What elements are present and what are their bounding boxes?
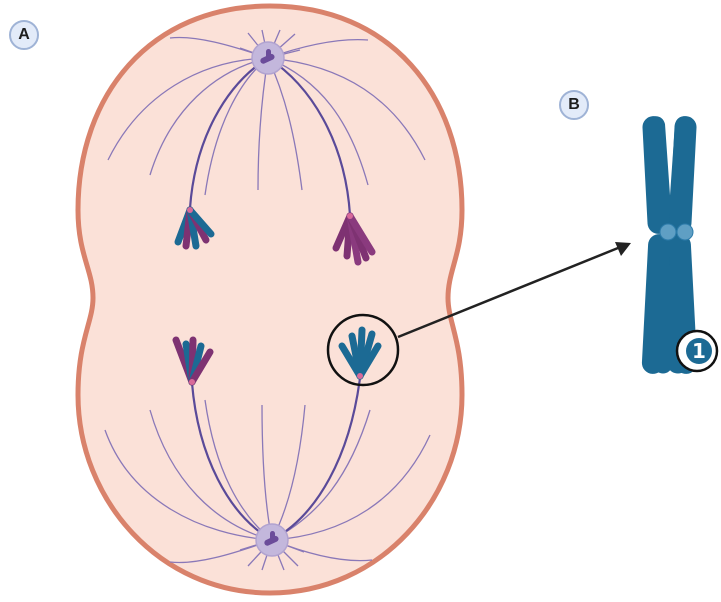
callout-number-text: 1 [692, 339, 706, 363]
callout-number: 1 [677, 331, 717, 371]
bottom-centrosome [256, 524, 288, 556]
cell-body [78, 6, 462, 593]
panel-label-a: A [9, 20, 39, 50]
panel-label-b: B [559, 90, 589, 120]
top-centrosome [252, 42, 284, 74]
